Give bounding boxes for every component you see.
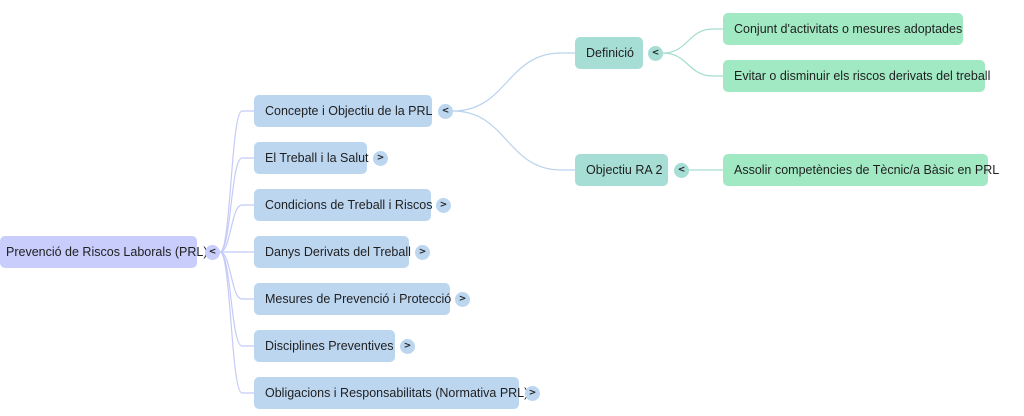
connector-root-to-condicions: [219, 204, 254, 253]
expand-toggle-icon[interactable]: >: [400, 339, 415, 354]
collapse-toggle-icon[interactable]: <: [438, 104, 453, 119]
connector-root-to-concepte: [219, 110, 254, 253]
expand-toggle-icon[interactable]: >: [455, 292, 470, 307]
expand-toggle-icon[interactable]: >: [373, 151, 388, 166]
subtopic-objectiu-ra2[interactable]: Objectiu RA 2: [575, 154, 668, 186]
subtopic-definicio[interactable]: Definició: [575, 37, 643, 69]
topic-mesures-prevencio[interactable]: Mesures de Prevenció i Protecció: [254, 283, 451, 315]
collapse-toggle-icon[interactable]: <: [674, 163, 689, 178]
connector-concepte-to-objectiu: [452, 110, 575, 171]
expand-toggle-icon[interactable]: >: [415, 245, 430, 260]
topic-condicions-treball[interactable]: Condicions de Treball i Riscos: [254, 189, 432, 221]
expand-toggle-icon[interactable]: >: [525, 386, 540, 401]
connector-concepte-to-definicio: [452, 52, 575, 112]
leaf-evitar-riscos[interactable]: Evitar o disminuir els riscos derivats d…: [723, 60, 990, 92]
topic-treball-salut[interactable]: El Treball i la Salut: [254, 142, 369, 174]
topic-danys-derivats[interactable]: Danys Derivats del Treball: [254, 236, 411, 268]
collapse-toggle-icon[interactable]: <: [205, 245, 220, 260]
topic-disciplines-preventives[interactable]: Disciplines Preventives: [254, 330, 395, 362]
topic-concepte-objectiu[interactable]: Concepte i Objectiu de la PRL: [254, 95, 432, 127]
topic-obligacions-responsabilitats[interactable]: Obligacions i Responsabilitats (Normativ…: [254, 377, 528, 409]
root-node[interactable]: Prevenció de Riscos Laborals (PRL): [0, 236, 207, 268]
connector-root-to-treball-salut: [219, 157, 254, 253]
collapse-toggle-icon[interactable]: <: [648, 46, 663, 61]
connector-definicio-to-conjunt: [662, 28, 723, 54]
leaf-assolir-competencies[interactable]: Assolir competències de Tècnic/a Bàsic e…: [723, 154, 999, 186]
leaf-conjunt-activitats[interactable]: Conjunt d'activitats o mesures adoptades: [723, 13, 963, 45]
connector-root-to-obligacions: [219, 251, 254, 394]
connector-root-to-mesures: [219, 251, 254, 300]
expand-toggle-icon[interactable]: >: [436, 198, 451, 213]
connector-definicio-to-evitar: [662, 52, 723, 77]
